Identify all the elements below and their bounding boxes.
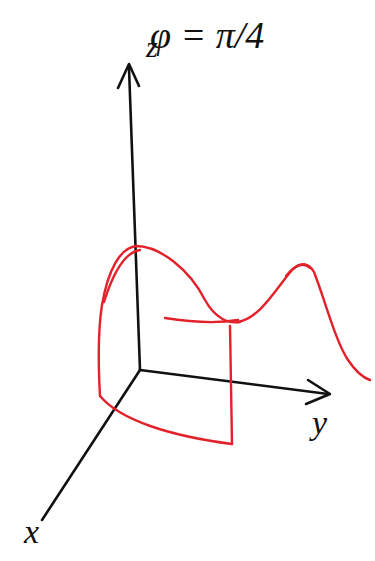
y-axis bbox=[140, 370, 328, 394]
axis-label: y bbox=[312, 406, 327, 440]
surface-top-edge-stroke bbox=[104, 250, 140, 302]
x-axis bbox=[42, 370, 140, 520]
surface-right-hump-stroke bbox=[286, 265, 310, 276]
axis-label: z bbox=[146, 32, 158, 62]
surface-right-hump bbox=[238, 264, 370, 380]
surface-front-edge bbox=[100, 396, 232, 444]
axis-label: x bbox=[24, 515, 39, 549]
z-axis bbox=[129, 68, 140, 370]
surface-back-ridge bbox=[165, 318, 238, 322]
y-arrowhead bbox=[306, 380, 330, 404]
z-arrowhead bbox=[118, 64, 139, 88]
surface-side-edge bbox=[230, 326, 232, 444]
angle-label: φ = π/4 bbox=[150, 16, 264, 54]
surface-top-edge bbox=[99, 246, 240, 396]
